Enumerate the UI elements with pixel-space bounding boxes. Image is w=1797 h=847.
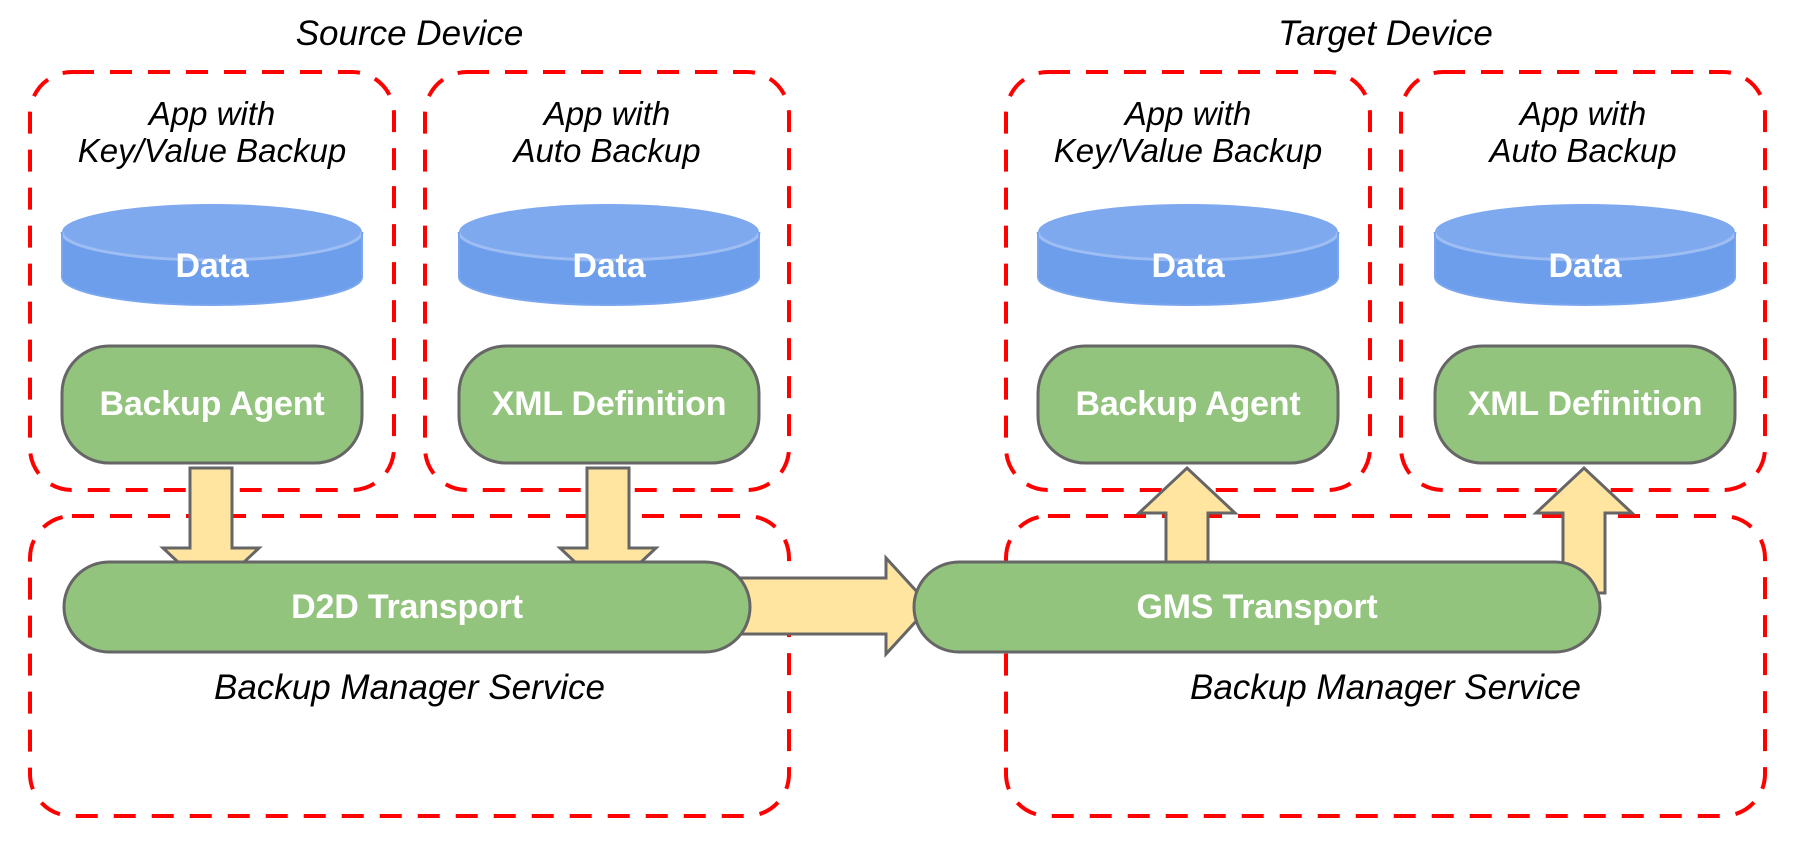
transport-pill-source [62,560,752,654]
transport-pill-target [912,560,1602,654]
app-label-source-keyvalue: App with Key/Value Backup [30,95,394,170]
app-label-line1: App with [1124,95,1252,132]
mechanism-pill-target-keyvalue [1036,344,1340,465]
app-label-source-autobackup: App with Auto Backup [425,95,789,170]
app-label-line2: Auto Backup [1489,131,1677,169]
app-label-line1: App with [1519,95,1647,132]
app-label-line2: Auto Backup [513,131,701,169]
app-label-line1: App with [543,95,671,132]
service-label-source: Backup Manager Service [213,668,606,707]
app-label-line2: Key/Value Backup [1053,131,1323,169]
data-cylinder-target-autobackup [1433,204,1737,306]
app-label-line2: Key/Value Backup [77,131,347,169]
device-title-source: Source Device [295,14,524,53]
device-title-target: Target Device [1278,14,1493,53]
data-cylinder-source-autobackup [457,204,761,306]
service-container-target [1004,514,1767,818]
mechanism-pill-target-autobackup [1433,344,1737,465]
mechanism-pill-source-autobackup [457,344,761,465]
service-container-source [28,514,791,818]
flow-arrow-target-autobackup-up [1532,465,1636,595]
mechanism-pill-source-keyvalue [60,344,364,465]
app-label-line1: App with [148,95,276,132]
app-label-target-keyvalue: App with Key/Value Backup [1006,95,1370,170]
data-cylinder-source-keyvalue [60,204,364,306]
data-cylinder-target-keyvalue [1036,204,1340,306]
service-label-target: Backup Manager Service [1189,668,1582,707]
app-label-target-autobackup: App with Auto Backup [1401,95,1765,170]
